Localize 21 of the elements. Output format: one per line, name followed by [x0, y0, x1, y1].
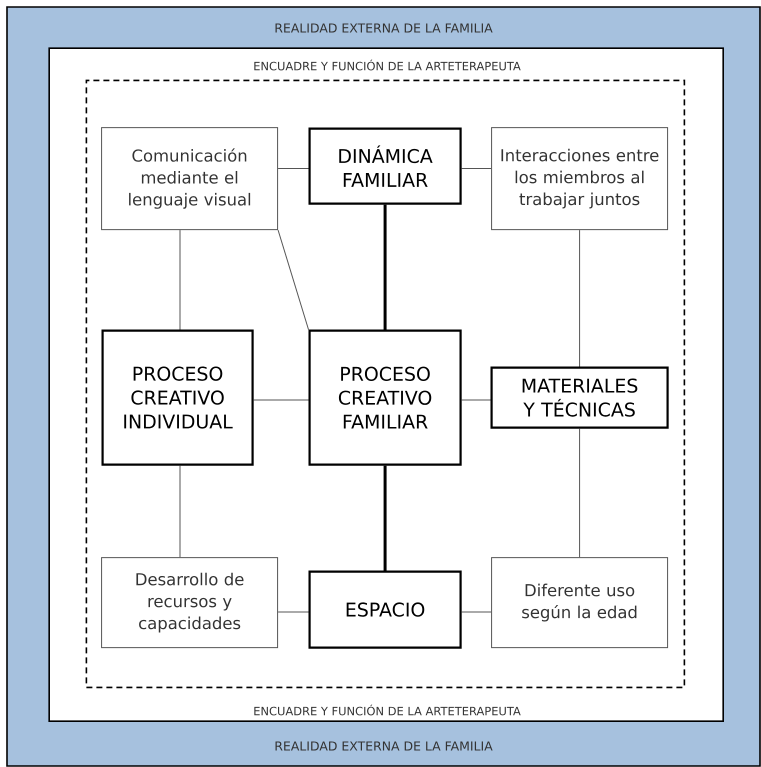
note-box: Desarrollo de recursos y capacidades — [101, 557, 278, 648]
note-box: Diferente uso según la edad — [491, 557, 668, 648]
connector-line — [579, 428, 580, 558]
band-label: ENCUADRE Y FUNCIÓN DE LA ARTETERAPEUTA — [254, 704, 521, 716]
connector-line — [278, 168, 309, 169]
concept-box: DINÁMICA FAMILIAR — [308, 128, 462, 205]
connector-line — [278, 230, 309, 330]
concept-box: ESPACIO — [308, 570, 462, 649]
concept-box: PROCESO CREATIVO FAMILIAR — [308, 329, 462, 466]
connector-line — [384, 466, 387, 570]
band-label: ENCUADRE Y FUNCIÓN DE LA ARTETERAPEUTA — [254, 60, 521, 70]
concept-box: MATERIALES Y TÉCNICAS — [490, 366, 669, 429]
concept-box: PROCESO CREATIVO INDIVIDUAL — [101, 329, 254, 466]
note-box: Interacciones entre los miembros al trabajar juntos — [491, 127, 668, 230]
dashed-frame — [86, 80, 686, 688]
connector-line — [384, 204, 387, 330]
connector-line — [579, 230, 580, 367]
band-label: REALIDAD EXTERNA DE LA FAMILIA — [276, 741, 493, 751]
note-box: Comunicación mediante el lenguaje visual — [101, 127, 278, 230]
band-label: REALIDAD EXTERNA DE LA FAMILIA — [276, 23, 493, 33]
connector-line — [461, 168, 492, 169]
